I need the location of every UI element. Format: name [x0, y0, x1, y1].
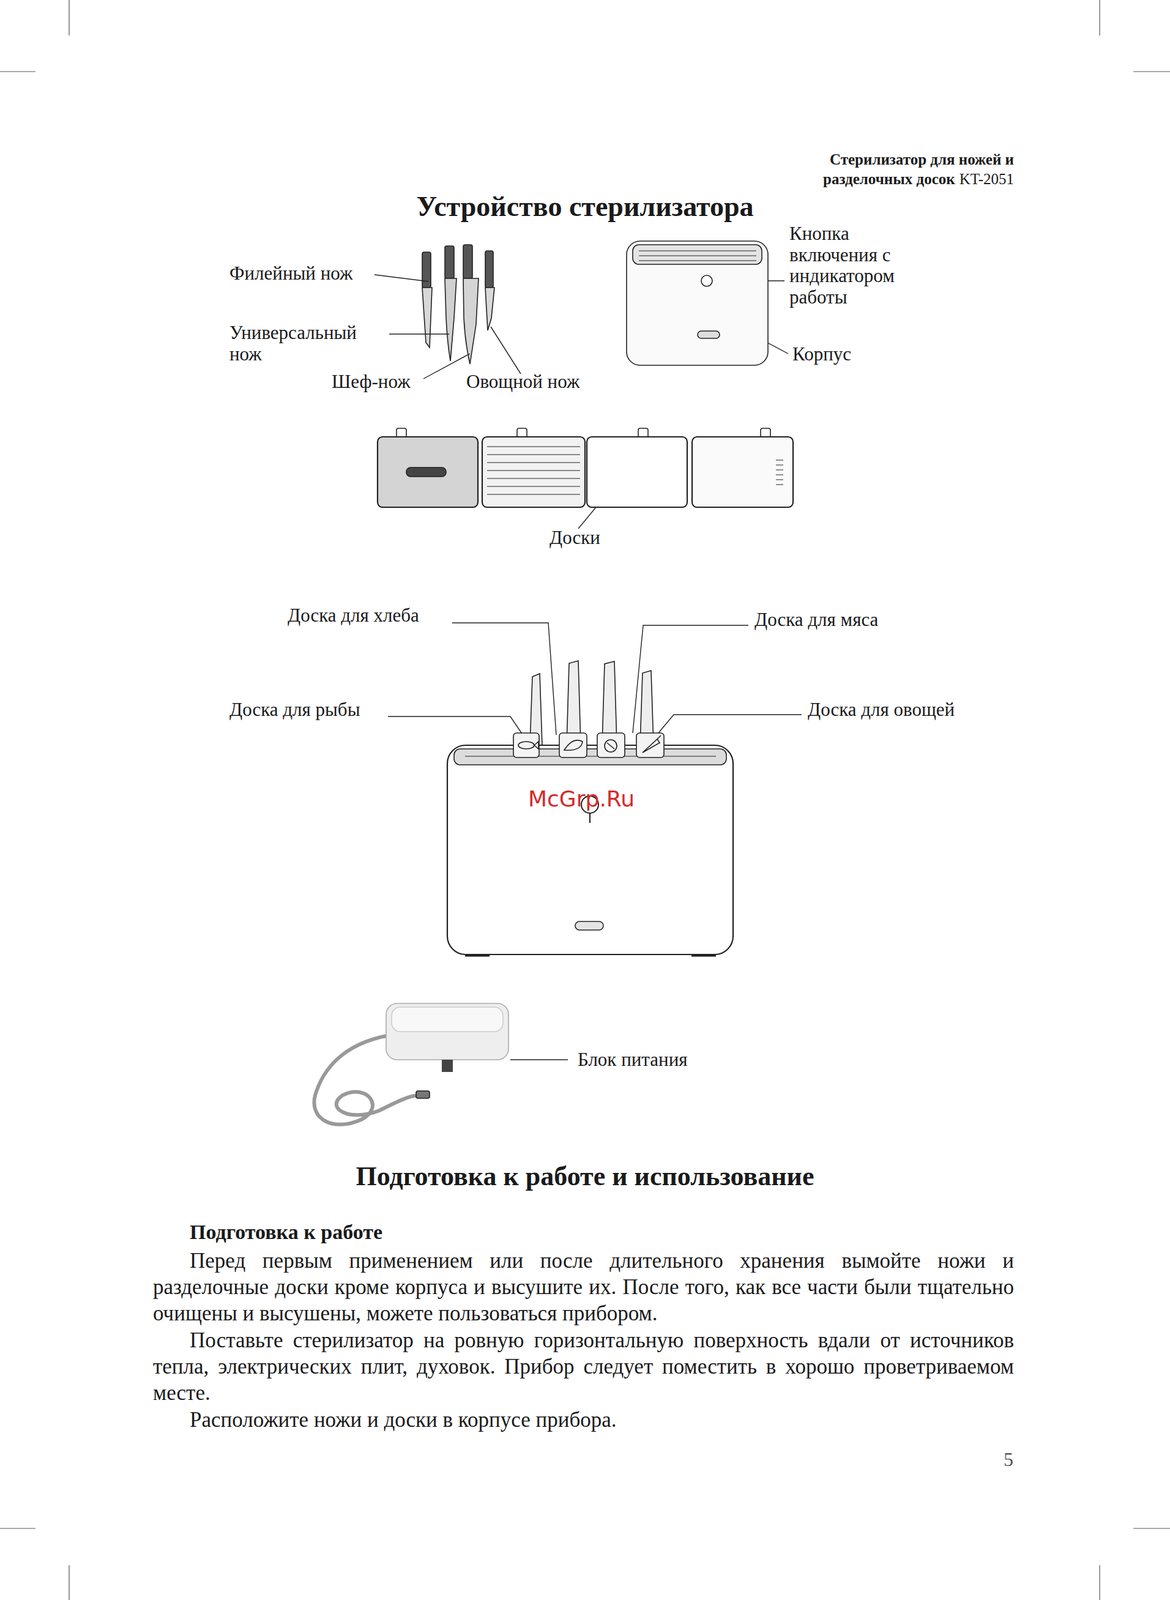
- part-label: Доска для рыбы: [229, 699, 360, 721]
- part-label: Доска для мяса: [754, 609, 879, 631]
- watermark: McGrp.Ru: [528, 786, 635, 812]
- model-number: KT-2051: [959, 169, 1014, 190]
- body-paragraph: Расположите ножи и доски в корпусе прибо…: [152, 1406, 1014, 1434]
- part-label: Доска для хлеба: [287, 605, 420, 627]
- knives: [422, 244, 495, 365]
- housing-large: [447, 660, 734, 956]
- running-head-text: разделочных досок: [823, 169, 956, 190]
- part-label: Кнопка включения с индикатором работы: [789, 223, 931, 309]
- subheading: Подготовка к работе: [189, 1220, 383, 1246]
- leader-lines: [374, 274, 802, 1060]
- part-label: Доски: [549, 527, 601, 549]
- page-number: 5: [1003, 1449, 1014, 1471]
- running-head: Стерилизатор для ножей иразделочных досо…: [823, 149, 1014, 190]
- part-label: Доска для овощей: [807, 699, 955, 721]
- section-title: Устройство стерилизатора: [0, 190, 1170, 224]
- housing-small: [626, 241, 768, 366]
- running-head-text: Стерилизатор для ножей и: [823, 149, 1014, 170]
- part-label: Блок питания: [577, 1049, 688, 1071]
- part-label: Универсальный нож: [229, 322, 377, 365]
- part-label: Овощной нож: [466, 371, 580, 393]
- part-label: Филейный нож: [229, 263, 353, 285]
- part-label: Шеф-нож: [331, 371, 411, 393]
- boards: [377, 428, 794, 508]
- running-head-line: разделочных досокKT-2051: [823, 169, 1014, 190]
- section-heading: Подготовка к работе и использование: [0, 1161, 1170, 1193]
- body-paragraph: Перед первым применением или после длите…: [152, 1247, 1014, 1327]
- body-paragraph: Поставьте стерилизатор на ровную горизон…: [152, 1327, 1014, 1407]
- power-adapter: [313, 1003, 509, 1125]
- part-label: Корпус: [792, 343, 852, 366]
